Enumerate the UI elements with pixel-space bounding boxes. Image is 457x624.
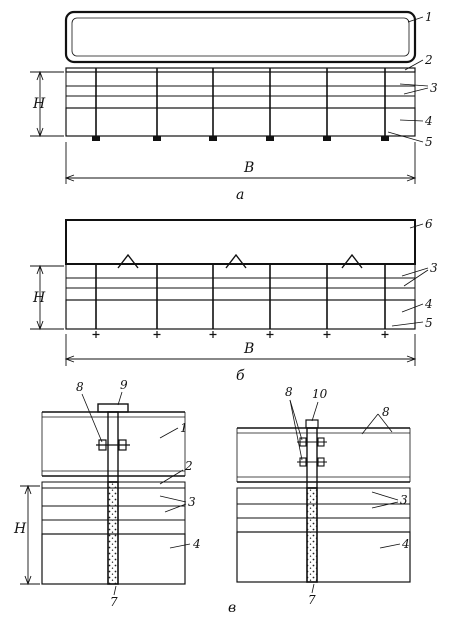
- joint-filler-7: [107, 481, 119, 585]
- dim-h-label-c: H: [13, 521, 27, 537]
- dim-b-label-b: B: [243, 341, 254, 357]
- layer-4-b: [65, 299, 416, 330]
- top-panel-6: [65, 219, 416, 265]
- layer-3-bottom-b: [65, 287, 416, 301]
- cover-plate: [97, 403, 129, 413]
- joint-web: [107, 411, 119, 483]
- dim-b-label-a: B: [243, 160, 254, 176]
- callout-a-4: 4: [424, 114, 433, 128]
- callout-a-2: 2: [424, 53, 433, 67]
- callout-b-6: 6: [425, 217, 433, 231]
- top-panel: [64, 10, 417, 64]
- callout-c-10: 10: [312, 387, 328, 401]
- layer-2: [65, 67, 416, 73]
- subfigure-b: H B б 6 3 4 5: [30, 217, 438, 384]
- subfig-label-a: а: [236, 187, 244, 203]
- callout-a-5: 5: [425, 135, 433, 149]
- callout-c-3-left: 3: [188, 495, 196, 509]
- subfigure-a: H B а 1 2 3 4 5: [30, 10, 438, 203]
- layer-4: [65, 107, 416, 137]
- callout-a-1: 1: [425, 10, 433, 24]
- subfigure-c-right: 8 10 8 3 4 7: [236, 385, 411, 607]
- callout-c-3-right: 3: [400, 493, 408, 507]
- layer-3-mid-b: [65, 277, 416, 289]
- layer-3-mid: [65, 85, 416, 97]
- callout-b-5: 5: [425, 316, 433, 330]
- callout-b-4: 4: [424, 297, 433, 311]
- callout-c-9: 9: [120, 378, 128, 392]
- layer-3-top: [65, 71, 416, 87]
- subfigure-c-left: H 8 9 1 2 3 4 7: [13, 378, 201, 609]
- subfig-label-b: б: [236, 368, 245, 384]
- callout-c-2: 2: [184, 459, 193, 473]
- callout-c-7-right: 7: [308, 593, 316, 607]
- dim-h-label-b: H: [32, 290, 46, 306]
- dim-h-label-a: H: [32, 96, 46, 112]
- callout-c-7-left: 7: [110, 595, 118, 609]
- callout-c-1: 1: [180, 421, 188, 435]
- callout-c-8-right-b: 8: [382, 405, 390, 419]
- layer-3-top-b: [65, 263, 416, 279]
- callout-b-3: 3: [430, 261, 438, 275]
- layer-3-bottom: [65, 95, 416, 109]
- callout-c-4-left: 4: [192, 537, 201, 551]
- callout-a-3: 3: [430, 81, 438, 95]
- callout-c-8-left: 8: [76, 380, 84, 394]
- subfig-label-c: в: [228, 600, 236, 616]
- callout-c-8-right: 8: [285, 385, 293, 399]
- callout-c-4-right: 4: [401, 537, 410, 551]
